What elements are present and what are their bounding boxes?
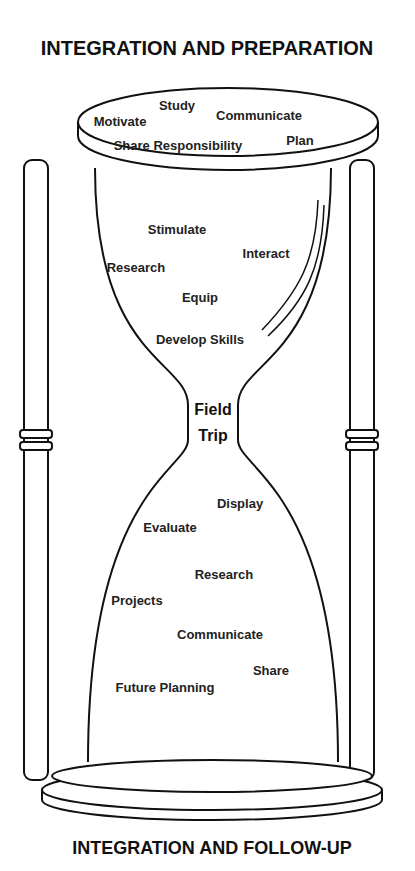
glass-left <box>88 168 188 762</box>
glass-highlight <box>268 205 324 336</box>
pillar-ring <box>346 442 378 450</box>
stage-word: Motivate <box>94 115 147 130</box>
stage-word: Share Responsibility <box>114 139 243 154</box>
stage-word: Interact <box>243 247 290 262</box>
stage-word: Research <box>107 261 166 276</box>
stage-word: Display <box>217 497 263 512</box>
right-pillar <box>350 160 374 780</box>
stage-word: Future Planning <box>116 681 215 696</box>
stage-word: Projects <box>111 594 162 609</box>
stage-word: Communicate <box>216 109 302 124</box>
stage-word: Evaluate <box>143 521 196 536</box>
stage-word: Equip <box>182 291 218 306</box>
stage-word: Plan <box>286 134 313 149</box>
left-pillar <box>24 160 48 780</box>
glass-right <box>238 168 338 762</box>
stage-word: Share <box>253 664 289 679</box>
stage-word: Develop Skills <box>156 333 244 348</box>
glass-highlight <box>262 200 318 330</box>
pillar-ring <box>20 442 52 450</box>
stage-word: Stimulate <box>148 223 207 238</box>
stage-word: Research <box>195 568 254 583</box>
pillar-ring <box>346 430 378 438</box>
stage-word: Study <box>159 99 195 114</box>
pillar-ring <box>20 430 52 438</box>
diagram-title: INTEGRATION AND PREPARATION <box>41 37 374 60</box>
diagram-caption: INTEGRATION AND FOLLOW-UP <box>72 838 352 859</box>
center-label: Field Trip <box>189 397 237 448</box>
base-plate-top <box>52 760 372 792</box>
top-plate <box>78 88 378 156</box>
stage-word: Communicate <box>177 628 263 643</box>
